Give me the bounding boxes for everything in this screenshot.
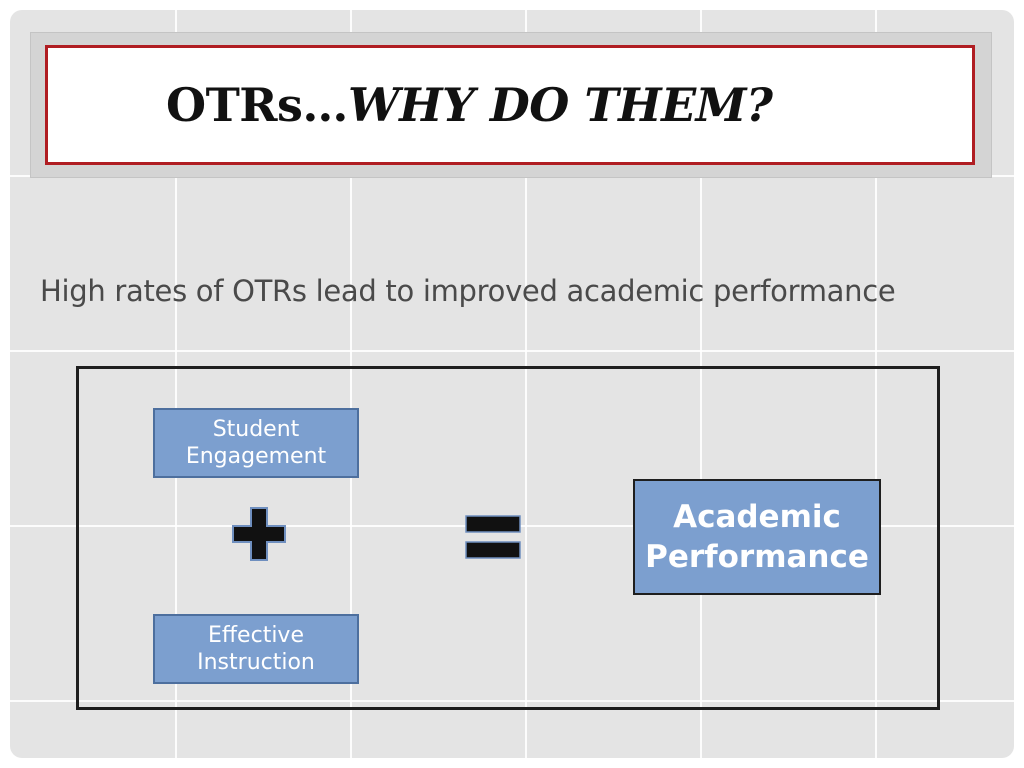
effective-instruction-box: Effective Instruction xyxy=(153,614,359,684)
effective-instruction-label: Effective Instruction xyxy=(197,622,315,676)
title-main: OTRs… xyxy=(166,78,348,132)
title-box: OTRs…WHY DO THEM? xyxy=(45,45,975,165)
slide-title: OTRs…WHY DO THEM? xyxy=(166,78,773,132)
academic-performance-box: Academic Performance xyxy=(633,479,881,595)
plus-icon xyxy=(232,507,286,561)
equation-diagram: Student Engagement Effective Instruction… xyxy=(76,366,940,710)
equals-icon xyxy=(465,515,521,559)
slide: OTRs…WHY DO THEM? High rates of OTRs lea… xyxy=(10,10,1014,758)
title-frame: OTRs…WHY DO THEM? xyxy=(30,32,992,178)
student-engagement-box: Student Engagement xyxy=(153,408,359,478)
title-emphasis: WHY DO THEM? xyxy=(347,78,773,132)
academic-performance-label: Academic Performance xyxy=(645,498,869,575)
student-engagement-label: Student Engagement xyxy=(185,416,327,470)
slide-subtitle: High rates of OTRs lead to improved acad… xyxy=(40,274,896,308)
